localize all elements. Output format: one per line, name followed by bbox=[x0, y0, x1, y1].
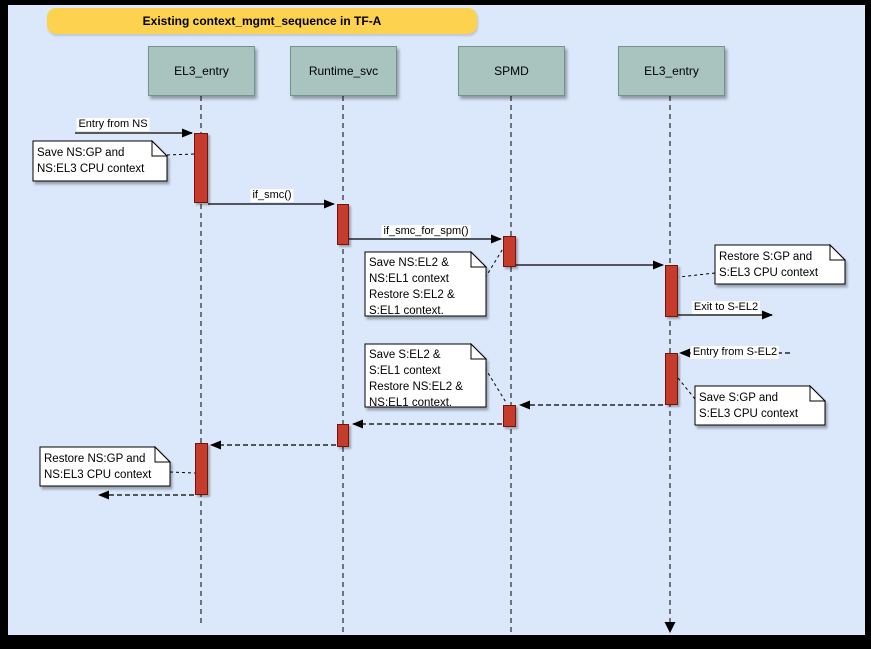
lifeline-label: EL3_entry bbox=[644, 64, 699, 78]
note-save-ns-gp: Save NS:GP and NS:EL3 CPU context bbox=[37, 147, 145, 175]
note6-connector bbox=[169, 471, 196, 474]
note2-shape bbox=[364, 250, 488, 317]
lifeline-head-el3-entry-right: EL3_entry bbox=[618, 46, 725, 96]
note5-connector bbox=[484, 367, 508, 405]
note-save-s-el2: Save S:EL2 & S:EL1 context Restore NS:EL… bbox=[369, 349, 463, 409]
sequence-diagram-canvas: Existing context_mgmt_sequence in TF-A E… bbox=[8, 5, 865, 635]
msg-label-entry-from-s-el2: Entry from S-EL2 bbox=[690, 346, 780, 359]
note-restore-ns-gp: Restore NS:GP and NS:EL3 CPU context bbox=[44, 453, 152, 481]
activation-runtime-2 bbox=[337, 424, 349, 447]
note2-connector bbox=[484, 246, 505, 279]
msg-label-entry-from-ns: Entry from NS bbox=[76, 118, 150, 131]
note6-shape bbox=[39, 445, 172, 487]
note4-connector bbox=[677, 377, 696, 400]
activation-el3-right-1 bbox=[665, 265, 678, 317]
msg-label-if-smc: if_smc() bbox=[250, 189, 294, 202]
lifeline-label: Runtime_svc bbox=[308, 64, 379, 78]
call-arrows bbox=[75, 128, 773, 320]
note4-shape bbox=[694, 384, 827, 426]
note-restore-s-gp: Restore S:GP and S:EL3 CPU context bbox=[719, 251, 819, 279]
diagram-overlay bbox=[32, 96, 847, 635]
note1-shape bbox=[32, 139, 169, 182]
activation-el3-right-2 bbox=[665, 353, 678, 405]
note3-connector bbox=[678, 272, 716, 278]
msg-label-if-smc-for-spm: if_smc_for_spm() bbox=[381, 225, 471, 238]
note3-shape bbox=[714, 243, 847, 285]
activation-runtime-1 bbox=[337, 204, 349, 245]
lifeline-head-el3-entry-left: EL3_entry bbox=[148, 46, 255, 96]
note-save-ns-el2: Save NS:EL2 & NS:EL1 context Restore S:E… bbox=[369, 257, 455, 317]
activation-spmd-2 bbox=[503, 405, 516, 427]
note-save-s-gp: Save S:GP and S:EL3 CPU context bbox=[699, 392, 799, 420]
activation-spmd-1 bbox=[503, 236, 516, 267]
msg-label-exit-to-s-el2: Exit to S-EL2 bbox=[691, 301, 761, 314]
note5-shape bbox=[364, 342, 488, 408]
note-shapes bbox=[32, 139, 847, 487]
note1-connector bbox=[166, 153, 195, 156]
diagram-title: Existing context_mgmt_sequence in TF-A bbox=[47, 8, 477, 34]
activation-el3-left-2 bbox=[195, 443, 208, 495]
lifeline-head-runtime-svc: Runtime_svc bbox=[290, 46, 397, 96]
activation-el3-left-1 bbox=[194, 133, 208, 203]
lifeline-label: EL3_entry bbox=[174, 64, 229, 78]
lifeline-end-arrow-icon bbox=[664, 622, 676, 633]
note-connectors bbox=[166, 153, 716, 474]
lifeline-head-spmd: SPMD bbox=[458, 46, 565, 96]
lifeline-label: SPMD bbox=[494, 64, 529, 78]
